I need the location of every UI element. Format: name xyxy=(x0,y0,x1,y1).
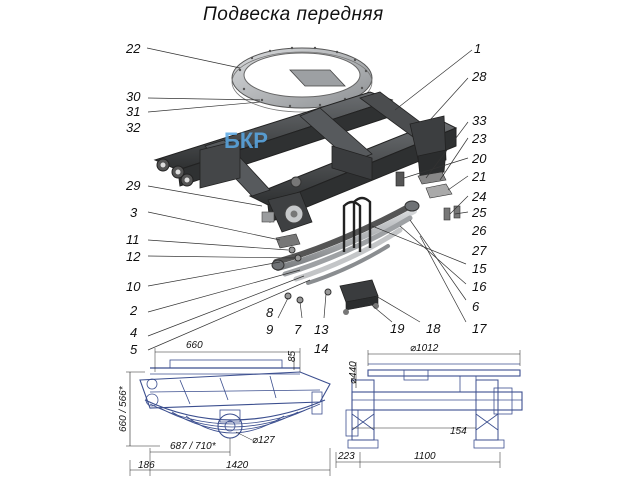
callout-22: 22 xyxy=(126,41,141,56)
callout-32: 32 xyxy=(126,120,141,135)
callout-16: 16 xyxy=(472,279,487,294)
callout-15: 15 xyxy=(472,261,487,276)
callout-27: 27 xyxy=(472,243,487,258)
dim-1420: 1420 xyxy=(226,460,249,471)
callout-8: 8 xyxy=(266,305,274,320)
callout-12: 12 xyxy=(126,249,141,264)
callout-4: 4 xyxy=(130,325,138,340)
callout-11: 11 xyxy=(126,232,140,247)
small-parts xyxy=(275,171,461,315)
dim-1012: ⌀1012 xyxy=(410,343,439,354)
callout-14: 14 xyxy=(314,341,329,356)
main-frame xyxy=(153,91,458,223)
callout-5: 5 xyxy=(130,342,138,357)
callout-21: 21 xyxy=(472,169,487,184)
watermark-text: БКР xyxy=(224,128,268,153)
leader-lines xyxy=(146,47,473,351)
dim-223: 223 xyxy=(338,451,355,462)
callout-1: 1 xyxy=(474,41,482,56)
callout-24: 24 xyxy=(472,189,487,204)
dim-1100: 1100 xyxy=(414,451,436,462)
callout-18: 18 xyxy=(426,321,441,336)
side-view-drawing xyxy=(126,348,331,476)
callout-19: 19 xyxy=(390,321,405,336)
callout-28: 28 xyxy=(472,69,487,84)
dim-660-566: 660 / 566* xyxy=(118,386,129,432)
callout-33: 33 xyxy=(472,113,487,128)
dim-186: 186 xyxy=(138,460,155,471)
callout-20: 20 xyxy=(472,151,487,166)
dim-440: ⌀440 xyxy=(348,361,359,384)
callout-23: 23 xyxy=(472,131,487,146)
callout-25: 25 xyxy=(472,205,487,220)
callout-26: 26 xyxy=(472,223,487,238)
callout-9: 9 xyxy=(266,322,274,337)
u-bolts xyxy=(342,196,372,252)
callout-6: 6 xyxy=(472,299,480,314)
callout-17: 17 xyxy=(472,321,487,336)
callout-2: 2 xyxy=(130,303,138,318)
callout-10: 10 xyxy=(126,279,141,294)
callout-31: 31 xyxy=(126,104,141,119)
dim-660-top: 660 xyxy=(186,340,203,351)
callout-7: 7 xyxy=(294,322,302,337)
callout-13: 13 xyxy=(314,322,329,337)
callout-29: 29 xyxy=(126,178,141,193)
dim-687-710: 687 / 710* xyxy=(170,441,216,452)
drawing-title: Подвеска передняя xyxy=(203,4,384,25)
front-view-drawing xyxy=(335,350,523,468)
front-hanger xyxy=(261,176,313,233)
dim-127: ⌀127 xyxy=(252,435,275,446)
dim-85: 85 xyxy=(287,350,298,362)
callout-30: 30 xyxy=(126,89,141,104)
callout-3: 3 xyxy=(130,205,138,220)
turntable-ring xyxy=(231,46,373,113)
dim-154: 154 xyxy=(450,426,467,437)
